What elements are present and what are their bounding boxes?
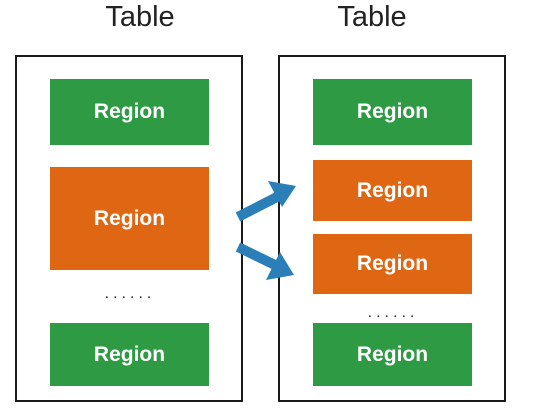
right-region-2b: Region [313, 234, 472, 294]
left-ellipsis: ...... [104, 285, 156, 302]
right-ellipsis: ...... [367, 304, 419, 321]
left-region-2-split: Region [50, 167, 209, 270]
left-region-1: Region [50, 79, 209, 145]
right-table-title: Table [337, 1, 407, 33]
right-region-2a: Region [313, 160, 472, 221]
right-region-3: Region [313, 323, 472, 386]
left-table-title: Table [105, 1, 175, 33]
left-region-3: Region [50, 323, 209, 386]
right-region-1: Region [313, 79, 472, 145]
